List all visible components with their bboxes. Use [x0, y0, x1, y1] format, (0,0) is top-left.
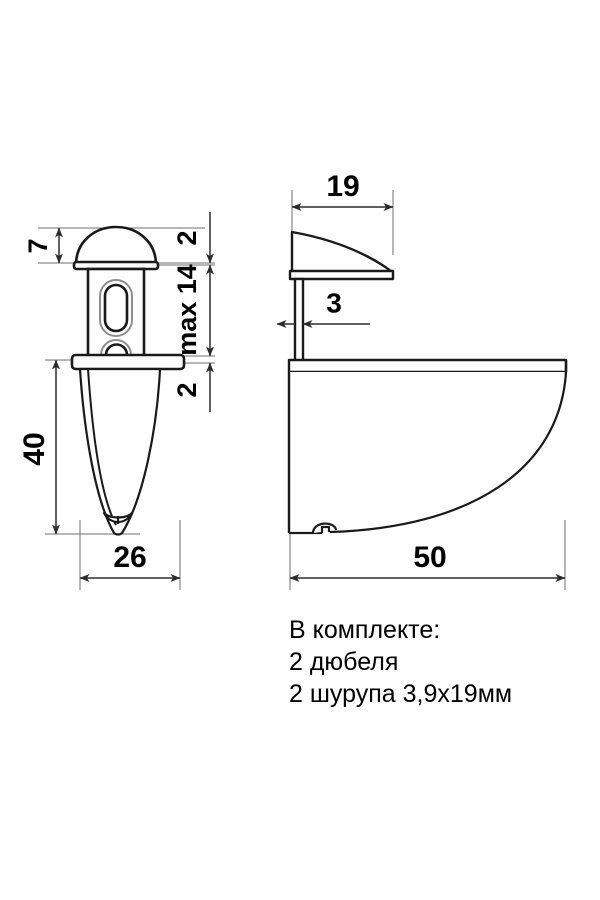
side-rib: [293, 277, 305, 363]
dim-top-gap: 2: [172, 212, 214, 264]
stem-slot-outer: [99, 279, 133, 337]
drawing-canvas: 7 2 max 14 2: [18, 170, 568, 708]
dim-label-stem-max: max 14: [172, 264, 202, 356]
side-arm-fill: [289, 372, 566, 533]
dim-arm-length: 50: [289, 541, 566, 582]
front-view: 7 2 max 14 2: [18, 212, 215, 590]
dim-stem-max: max 14: [172, 264, 214, 357]
dim-label-cap-depth: 19: [326, 170, 359, 203]
dim-label-bottom-gap: 2: [172, 382, 202, 397]
body-flange: [70, 353, 186, 371]
dim-cap-height: 7: [23, 227, 63, 264]
side-cap-plate: [288, 269, 395, 281]
stem-slot-inner: [103, 283, 129, 333]
notes-line-2: 2 шурупа 3,9х19мм: [289, 680, 512, 708]
dim-label-top-gap: 2: [172, 230, 202, 245]
dim-bottom-gap: 2: [172, 362, 214, 412]
side-cap-profile: [290, 230, 394, 274]
dim-label-rib-thickness: 3: [326, 287, 342, 318]
notes-block: В комплекте: 2 дюбеля 2 шурупа 3,9х19мм: [289, 616, 512, 708]
pin-cap: [74, 225, 158, 265]
dim-body-height: 40: [18, 359, 60, 535]
dim-rib-thickness: 3: [276, 287, 370, 328]
side-arm-bump-notch: [320, 525, 331, 533]
side-view: 19 3 50: [276, 170, 568, 590]
dim-label-cap-height: 7: [23, 238, 53, 253]
dim-label-arm-length: 50: [413, 541, 446, 574]
dim-label-body-height: 40: [18, 432, 51, 465]
notes-line-1: 2 дюбеля: [289, 648, 398, 676]
side-arm-plate: [287, 358, 568, 374]
notes-heading: В комплекте:: [289, 616, 440, 644]
body-inner-contour: [87, 368, 117, 526]
dim-label-body-width: 26: [113, 541, 146, 574]
body-taper: [78, 367, 162, 536]
dim-body-width: 26: [79, 541, 181, 582]
dim-cap-depth: 19: [291, 170, 394, 211]
side-arm-curve: [329, 371, 568, 534]
